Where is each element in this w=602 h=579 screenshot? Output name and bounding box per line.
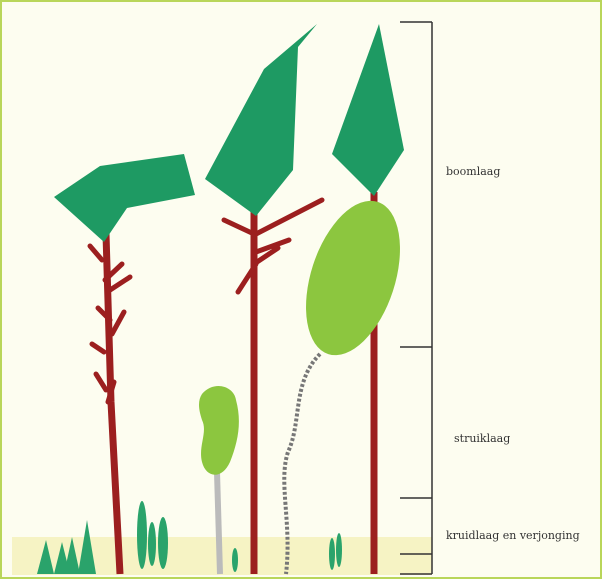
tree-1-crown — [54, 154, 195, 242]
tree-1 — [54, 154, 195, 574]
tree-2-crown — [205, 24, 317, 216]
herb-mid-1 — [137, 501, 147, 569]
layer-label-struiklaag: struiklaag — [454, 432, 510, 445]
herb-right-2 — [336, 533, 342, 567]
herb-mid-2 — [148, 522, 156, 566]
tree-2-branches — [224, 200, 322, 292]
layer-label-boomlaag: boomlaag — [446, 165, 500, 178]
herb-mid-3 — [158, 517, 168, 569]
layer-label-kruidlaag: kruidlaag en verjonging — [446, 529, 580, 542]
tree-3-understory-crown — [288, 189, 417, 367]
shrub-stem — [217, 472, 220, 574]
herb-right-1 — [329, 538, 335, 570]
herb-mid-4 — [232, 548, 238, 572]
shrub-crown — [199, 386, 239, 475]
tree-3-crown — [332, 24, 404, 196]
layer-bracket — [400, 22, 432, 574]
tree-2 — [205, 24, 322, 574]
tree-3 — [284, 24, 417, 574]
